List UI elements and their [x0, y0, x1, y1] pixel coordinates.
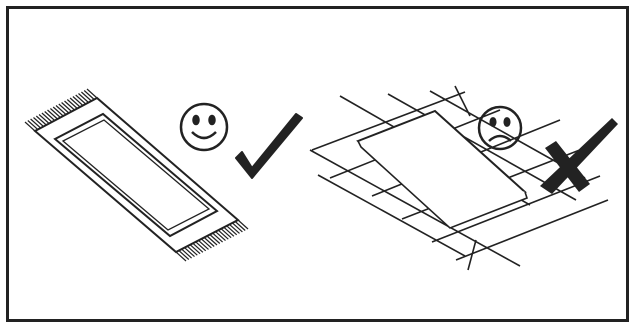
check-mark-icon: [236, 114, 302, 178]
fringe-strand: [36, 116, 46, 125]
fringe-strand: [25, 122, 35, 131]
fringe-strand: [87, 89, 97, 98]
rug-outline: [35, 98, 238, 252]
fringe-strand: [207, 236, 217, 245]
fringe-strand: [84, 91, 94, 100]
smiley-face-icon: [181, 104, 227, 150]
fringe-strand: [76, 95, 86, 104]
fringe-strand: [59, 104, 69, 113]
frowning-face-icon: [479, 107, 521, 149]
fringe-strand: [73, 97, 83, 106]
fringe-strand: [67, 100, 77, 109]
fringe-strand: [53, 107, 63, 116]
fringe-strand: [39, 115, 49, 124]
fringe-strand: [65, 101, 75, 110]
fringe-strand: [79, 94, 89, 103]
fringe-strand: [56, 106, 66, 115]
fringe-strand: [238, 220, 248, 229]
incorrect-panel: [310, 86, 618, 270]
fringe-strand: [45, 112, 55, 121]
fringe-strand: [70, 98, 80, 107]
fringe-strand: [34, 118, 44, 127]
fringe-strand: [81, 92, 91, 101]
correct-panel: [25, 89, 302, 261]
cross-mark-icon: [540, 118, 618, 194]
fringe-strand: [62, 103, 72, 112]
fringe-strand: [42, 113, 52, 122]
fringe-strand: [176, 252, 186, 261]
fringe-strand: [28, 121, 38, 130]
fringe-strand: [50, 109, 60, 118]
fringe-strand: [48, 110, 58, 119]
fringe-strand: [31, 119, 41, 128]
